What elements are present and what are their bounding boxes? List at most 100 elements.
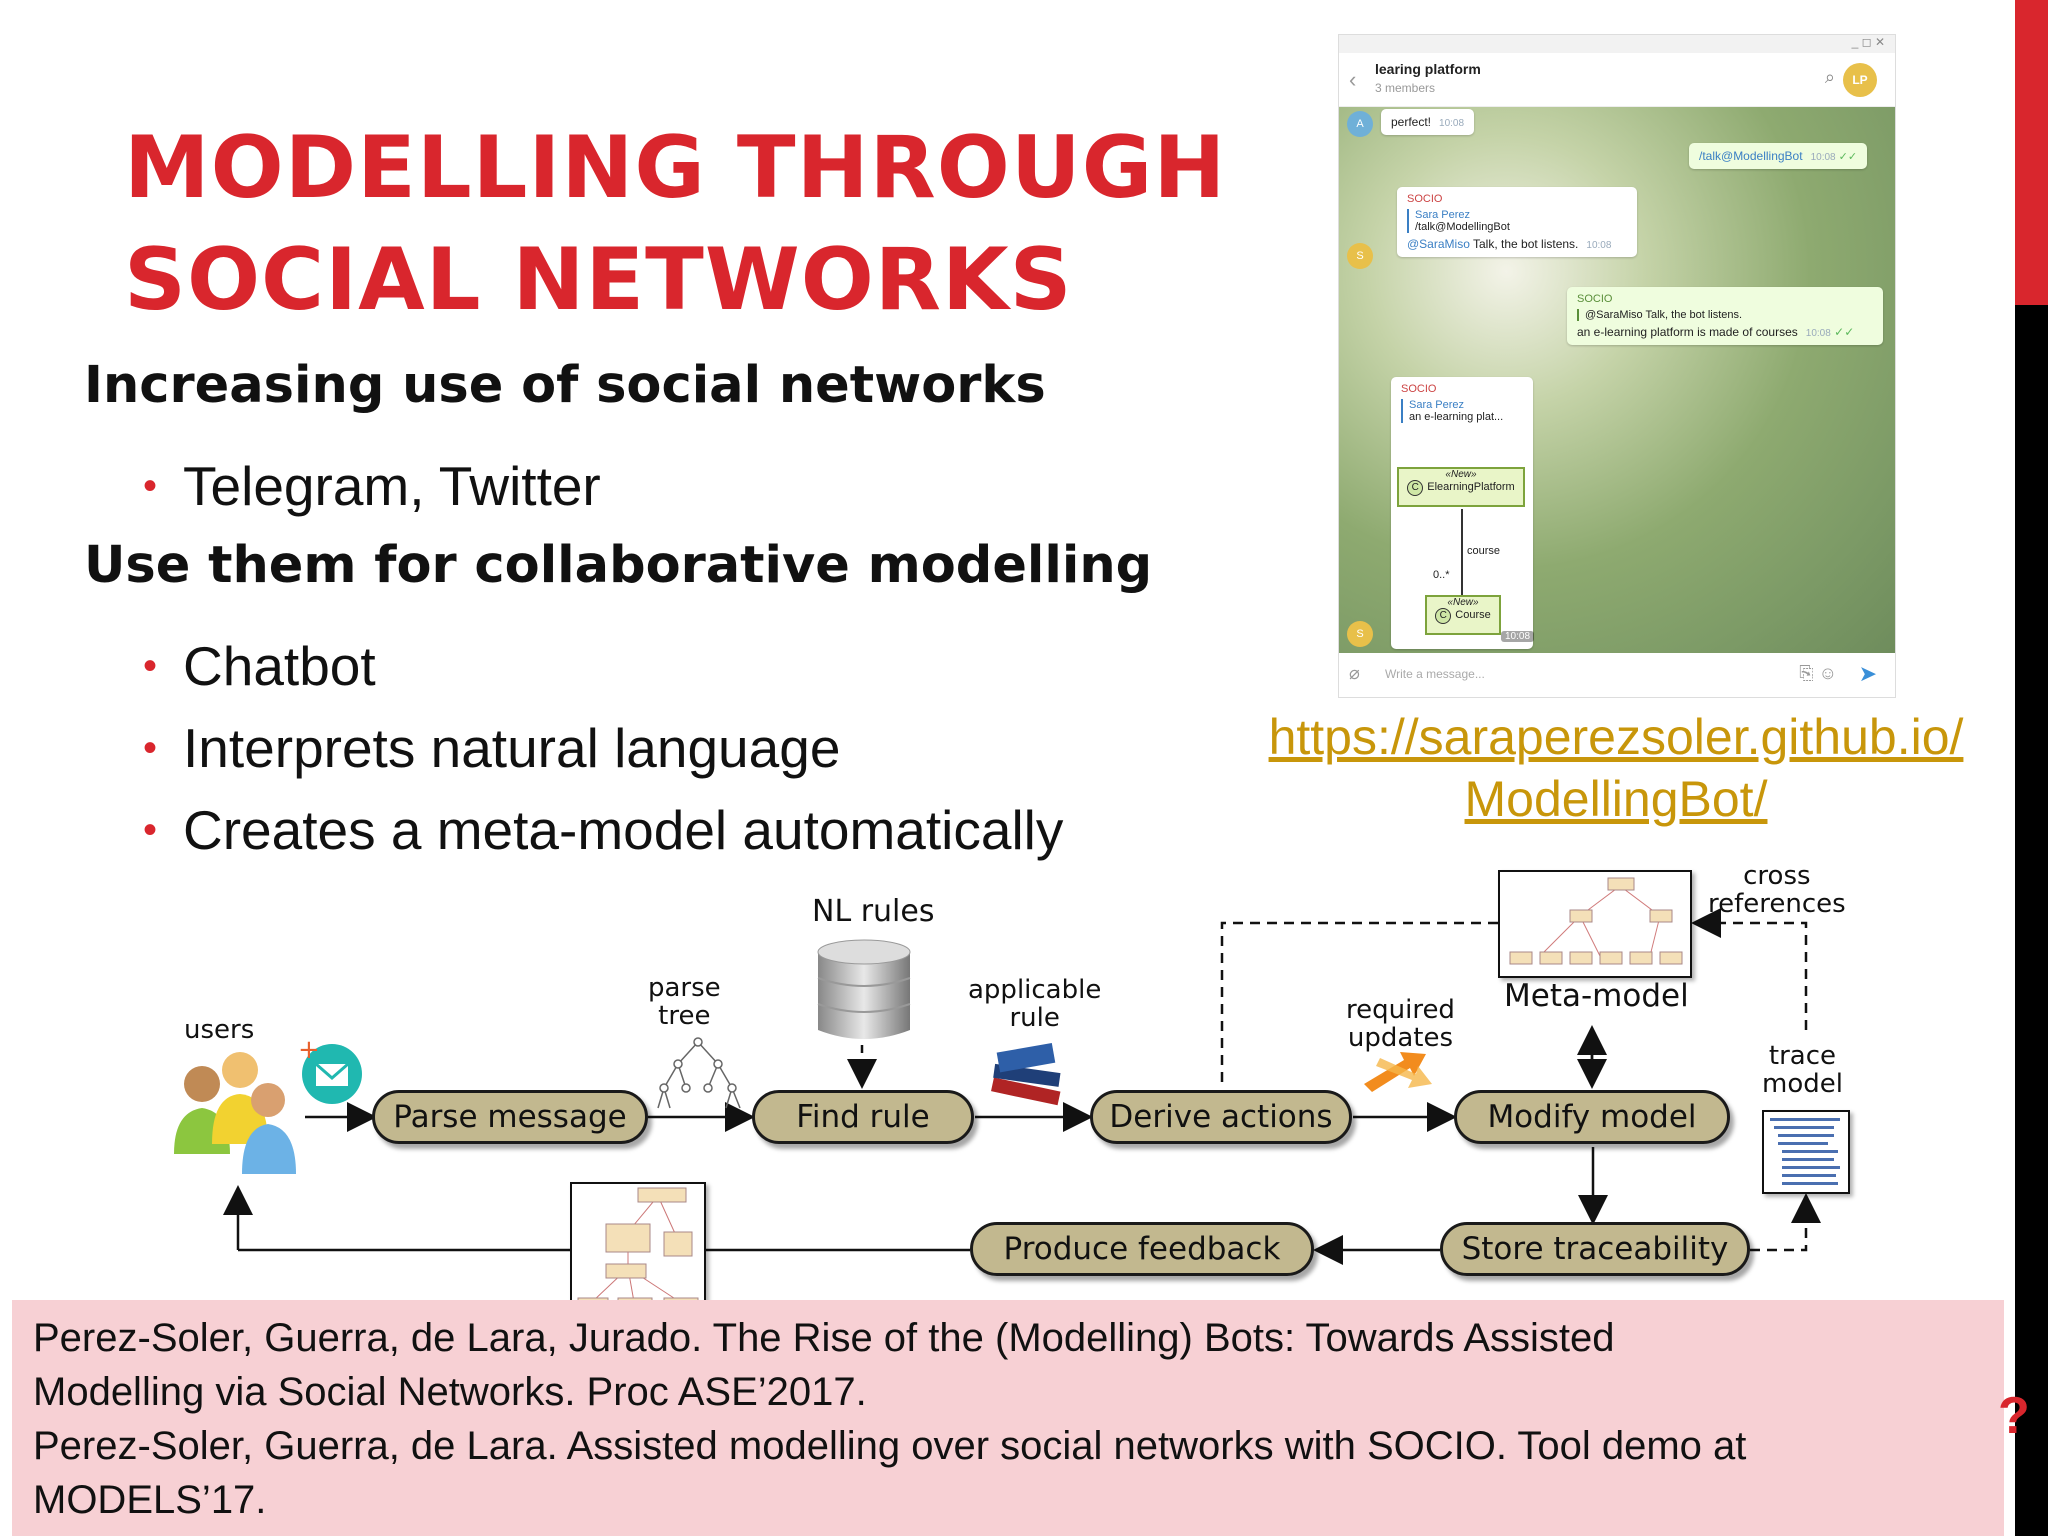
- uml-class-icon: C: [1435, 608, 1452, 624]
- chat-header: ‹ learing platform 3 members ⌕ LP: [1339, 53, 1895, 107]
- send-icon[interactable]: ➤: [1858, 661, 1877, 686]
- message-composer: ⌀ Write a message... ⎘ ☺ ➤: [1339, 653, 1895, 697]
- heading-increasing-use: Increasing use of social networks: [84, 356, 1046, 415]
- message-sender: SOCIO: [1407, 193, 1443, 205]
- label-nl-rules: NL rules: [812, 894, 935, 929]
- trace-model-thumbnail: [1762, 1110, 1850, 1194]
- project-link-line1[interactable]: https://saraperezsoler.github.io/: [1268, 709, 1964, 765]
- message-bubble: perfect! 10:08: [1381, 109, 1475, 135]
- bullet-dot: •: [143, 808, 158, 852]
- step-produce-feedback: Produce feedback: [970, 1222, 1314, 1276]
- bullet-text: Chatbot: [183, 635, 376, 697]
- emoji-icon[interactable]: ⎘ ☺: [1799, 663, 1837, 683]
- uml-class-name: ElearningPlatform: [1427, 481, 1515, 493]
- bullet-text: Interprets natural language: [183, 717, 841, 779]
- message-bubble-uml: SOCIO Sara Perez an e-learning plat... «…: [1391, 377, 1535, 649]
- edge-accent-bar: [2015, 0, 2048, 305]
- bullet-text: Telegram, Twitter: [183, 455, 601, 517]
- label-meta-model: Meta-model: [1504, 978, 1689, 1014]
- avatar: S: [1347, 243, 1373, 269]
- svg-text:+: +: [298, 1036, 320, 1065]
- search-icon[interactable]: ⌕: [1824, 67, 1835, 87]
- partial-glyph: ?: [1998, 1387, 2030, 1445]
- bullet-creates: •Creates a meta-model automatically: [143, 798, 1063, 862]
- message-bubble: SOCIO Sara Perez /talk@ModellingBot @Sar…: [1397, 187, 1637, 257]
- quote-text: /talk@ModellingBot: [1407, 221, 1627, 233]
- member-count: 3 members: [1375, 81, 1436, 95]
- trace-model-tree: [1770, 1118, 1840, 1185]
- message-bubble-out: /talk@ModellingBot 10:08 ✓✓: [1689, 143, 1868, 169]
- avatar: S: [1347, 621, 1373, 647]
- quote-name: Sara Perez: [1401, 399, 1523, 411]
- updates-arrows-icon: [1364, 1052, 1432, 1092]
- label-required-updates: required updates: [1346, 995, 1455, 1053]
- quote-text: @SaraMiso Talk, the bot listens.: [1577, 309, 1873, 321]
- label-applicable-rule: applicable rule: [968, 975, 1102, 1033]
- reference-line-2: Modelling via Social Networks. Proc ASE’…: [33, 1370, 867, 1414]
- label-trace-model: trace model: [1762, 1041, 1843, 1099]
- read-check-icon: ✓✓: [1830, 325, 1855, 339]
- mention-link[interactable]: @SaraMiso: [1407, 237, 1470, 251]
- references-box: [12, 1300, 2004, 1536]
- label-cross-references: cross references: [1708, 861, 1846, 919]
- avatar: A: [1347, 111, 1373, 137]
- message-text: /talk@ModellingBot: [1699, 149, 1803, 163]
- reference-line-3: Perez-Soler, Guerra, de Lara. Assisted m…: [33, 1424, 1747, 1468]
- meta-model-sketch: [1509, 877, 1683, 965]
- message-time: 10:08: [1439, 118, 1465, 129]
- step-find-rule: Find rule: [752, 1090, 974, 1144]
- uml-role: course: [1467, 545, 1501, 557]
- read-check-icon: ✓✓: [1835, 151, 1858, 163]
- database-icon: [817, 939, 911, 1039]
- message-time: 10:08: [1586, 240, 1612, 251]
- message-time: 10:08: [1501, 631, 1535, 642]
- uml-class-icon: C: [1407, 480, 1424, 496]
- uml-association-line: [1461, 509, 1463, 595]
- bullet-dot: •: [143, 644, 158, 688]
- message-time: 10:08: [1805, 328, 1831, 339]
- group-avatar[interactable]: LP: [1843, 63, 1877, 97]
- step-derive-actions: Derive actions: [1090, 1090, 1352, 1144]
- parse-tree-icon: [657, 1037, 741, 1109]
- reference-line-1: Perez-Soler, Guerra, de Lara, Jurado. Th…: [33, 1316, 1615, 1360]
- uml-multiplicity: 0..*: [1433, 569, 1450, 581]
- step-store-traceability: Store traceability: [1440, 1222, 1750, 1276]
- project-link-line2[interactable]: ModellingBot/: [1464, 771, 1768, 827]
- back-icon[interactable]: ‹: [1349, 67, 1357, 92]
- slide-title-line2: SOCIAL NETWORKS: [124, 230, 1073, 330]
- uml-class-name: Course: [1455, 609, 1491, 621]
- step-parse-message: Parse message: [372, 1090, 648, 1144]
- message-sender: SOCIO: [1577, 293, 1613, 305]
- quote-text: an e-learning plat...: [1401, 411, 1523, 423]
- attach-icon[interactable]: ⌀: [1349, 663, 1360, 683]
- message-text: an e-learning platform is made of course…: [1577, 325, 1798, 339]
- window-controls[interactable]: _ ◻ ✕: [1339, 35, 1895, 53]
- edge-dark-bar: [2015, 305, 2048, 1536]
- chat-area: A perfect! 10:08 /talk@ModellingBot 10:08 …: [1339, 107, 1895, 655]
- bullet-chatbot: • Chatbot: [143, 634, 376, 698]
- books-icon: [991, 1042, 1061, 1106]
- step-modify-model: Modify model: [1454, 1090, 1730, 1144]
- group-name: learing platform: [1375, 61, 1481, 77]
- message-bubble-out: SOCIO @SaraMiso Talk, the bot listens. a…: [1567, 287, 1883, 345]
- message-text: perfect!: [1391, 115, 1432, 129]
- label-parse-tree: parse tree: [648, 973, 721, 1031]
- heading-collaborative: Use them for collaborative modelling: [84, 536, 1153, 595]
- message-sender: SOCIO: [1401, 383, 1437, 395]
- slide-title-line1: MODELLING THROUGH: [124, 118, 1227, 218]
- telegram-window: _ ◻ ✕ ‹ learing platform 3 members ⌕ LP …: [1338, 34, 1896, 698]
- users-icon: [174, 1052, 296, 1174]
- reference-line-4: MODELS’17.: [33, 1478, 267, 1522]
- bullet-dot: •: [143, 464, 158, 508]
- uml-stereotype: «New»: [1447, 597, 1479, 608]
- message-time: 10:08: [1810, 152, 1836, 163]
- uml-stereotype: «New»: [1445, 469, 1477, 480]
- message-input[interactable]: Write a message...: [1385, 667, 1485, 681]
- bullet-telegram-twitter: • Telegram, Twitter: [143, 454, 601, 518]
- message-text: Talk, the bot listens.: [1469, 237, 1579, 251]
- meta-model-thumbnail: [1498, 870, 1692, 978]
- new-message-icon: +: [298, 1036, 362, 1104]
- quote-name: Sara Perez: [1407, 209, 1627, 221]
